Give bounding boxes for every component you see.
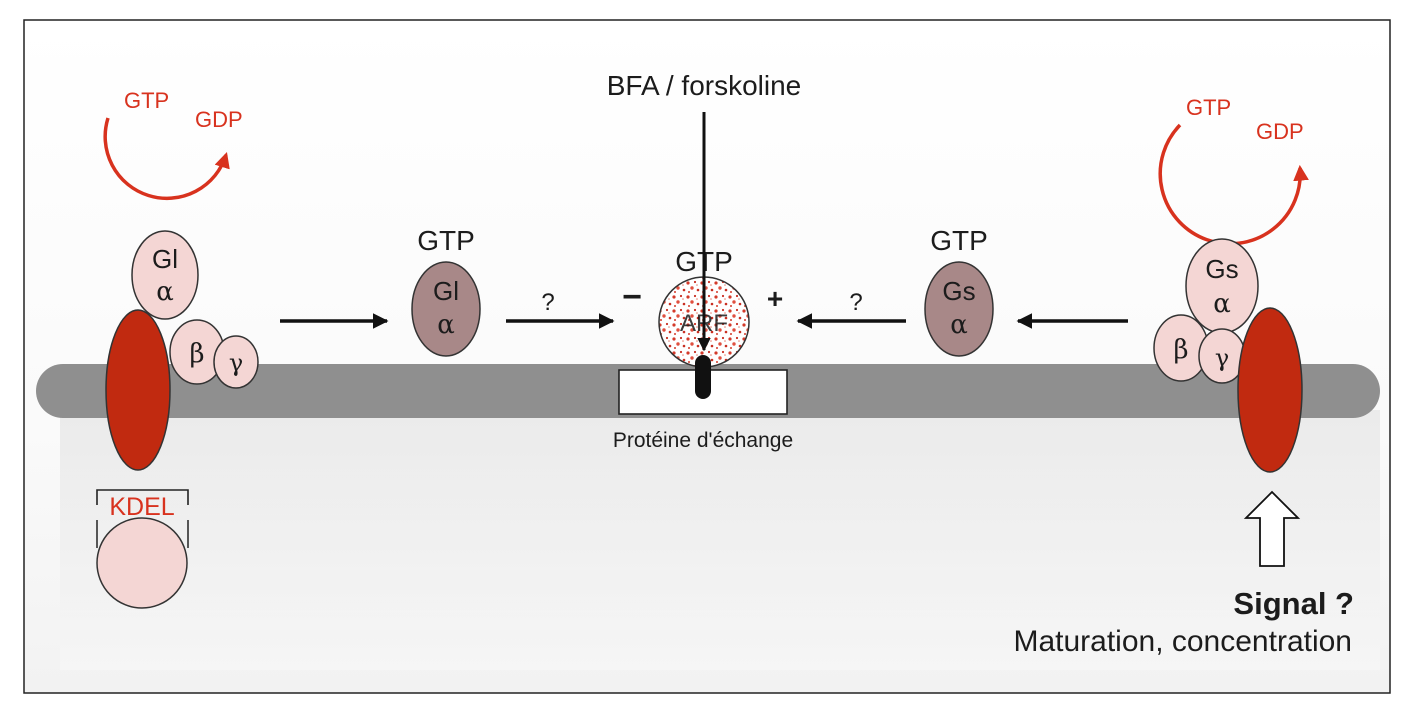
right-receptor-complex: GTP GDP Gs α β γ [1153,95,1309,473]
kdel-ligand [96,517,188,609]
right-free-alpha-symbol: α [950,310,968,340]
right-g-gamma-symbol: γ [1215,344,1229,372]
right-g-alpha-symbol: α [1213,289,1231,319]
left-free-alpha-gtp-label: GTP [417,225,475,256]
right-free-alpha-name: Gs [942,276,975,306]
exchange-protein-label: Protéine d'échange [613,429,793,452]
right-gtp-gdp-cycle-arrow [1158,123,1309,246]
left-g-gamma-symbol: γ [229,349,243,377]
left-free-alpha-name: Gl [433,276,459,306]
signal-arrow [1243,490,1301,567]
left-gtp-gdp-cycle-arrow [103,117,230,201]
right-free-alpha-subunit [924,261,994,357]
signal-title: Signal ? [1233,586,1354,621]
left-free-alpha-subunit [411,261,481,357]
right-free-alpha-gtp-label: GTP [930,225,988,256]
plus-sign: + [767,283,783,314]
left-g-alpha-subunit [131,230,199,320]
lower-cytosol-shade [60,410,1380,670]
right-question-mark: ? [849,289,862,316]
right-gdp-label: GDP [1256,119,1304,144]
center-arf-complex: BFA / forskoline GTP Protéine d'échange … [607,70,802,452]
right-receptor-body [1237,307,1303,473]
kdel-label: KDEL [109,493,174,521]
left-free-alpha-symbol: α [437,310,455,340]
left-free-alpha: GTP Gl α [411,225,481,357]
signal-subtitle: Maturation, concentration [1013,625,1352,658]
left-receptor-body [105,309,171,471]
right-free-alpha: GTP Gs α [924,225,994,357]
arf-anchor [695,355,711,399]
drug-label: BFA / forskoline [607,70,802,101]
left-question-mark: ? [541,289,554,316]
right-g-alpha-name: Gs [1205,254,1238,284]
left-g-gamma-subunit [213,335,259,389]
left-receptor-complex: GTP GDP Gl α β γ KDEL [96,88,259,609]
left-gdp-label: GDP [195,107,243,132]
right-gtp-label: GTP [1186,95,1231,120]
minus-sign: − [622,278,642,316]
left-gtp-label: GTP [124,88,169,113]
left-g-beta-symbol: β [189,339,204,369]
left-g-alpha-symbol: α [156,277,174,307]
kdel-bracket [96,489,189,505]
left-g-alpha-name: Gl [152,244,178,274]
right-g-beta-symbol: β [1173,335,1188,365]
